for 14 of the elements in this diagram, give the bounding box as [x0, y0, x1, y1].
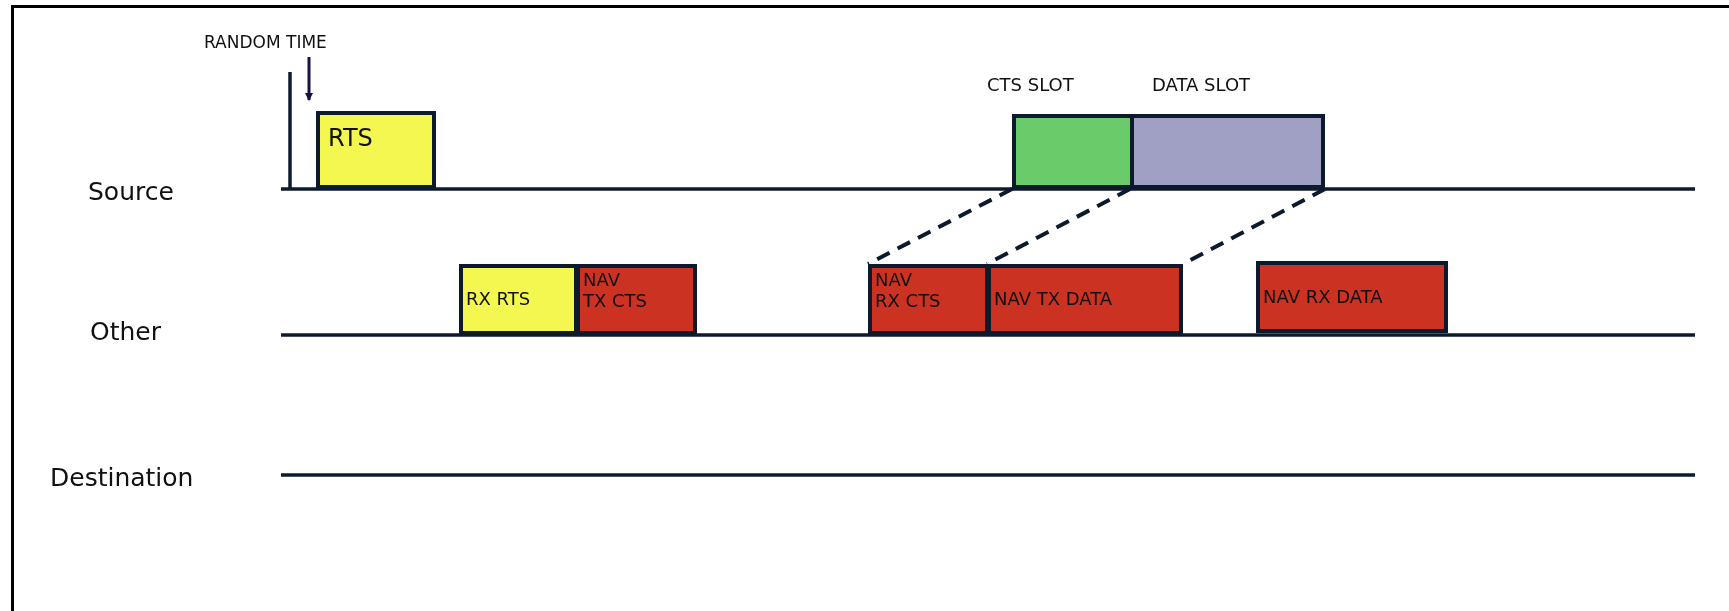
packet-label: RX RTS — [466, 289, 531, 310]
row-label: Source — [88, 176, 174, 206]
slot-label: CTS SLOT — [987, 74, 1074, 95]
packet-label: NAV RX CTS — [875, 270, 941, 312]
row-label: Other — [90, 316, 161, 346]
packet-label: NAV RX DATA — [1263, 286, 1383, 308]
packet-label: RTS — [328, 125, 373, 153]
packet-label: NAV TX CTS — [583, 270, 648, 312]
row-label: Destination — [50, 462, 194, 492]
packet-label: NAV TX DATA — [994, 289, 1113, 310]
slot-label: DATA SLOT — [1152, 74, 1251, 95]
dashed-connector — [867, 187, 1013, 266]
annotation-label: RANDOM TIME — [204, 32, 327, 52]
dashed-connector — [986, 187, 1131, 266]
